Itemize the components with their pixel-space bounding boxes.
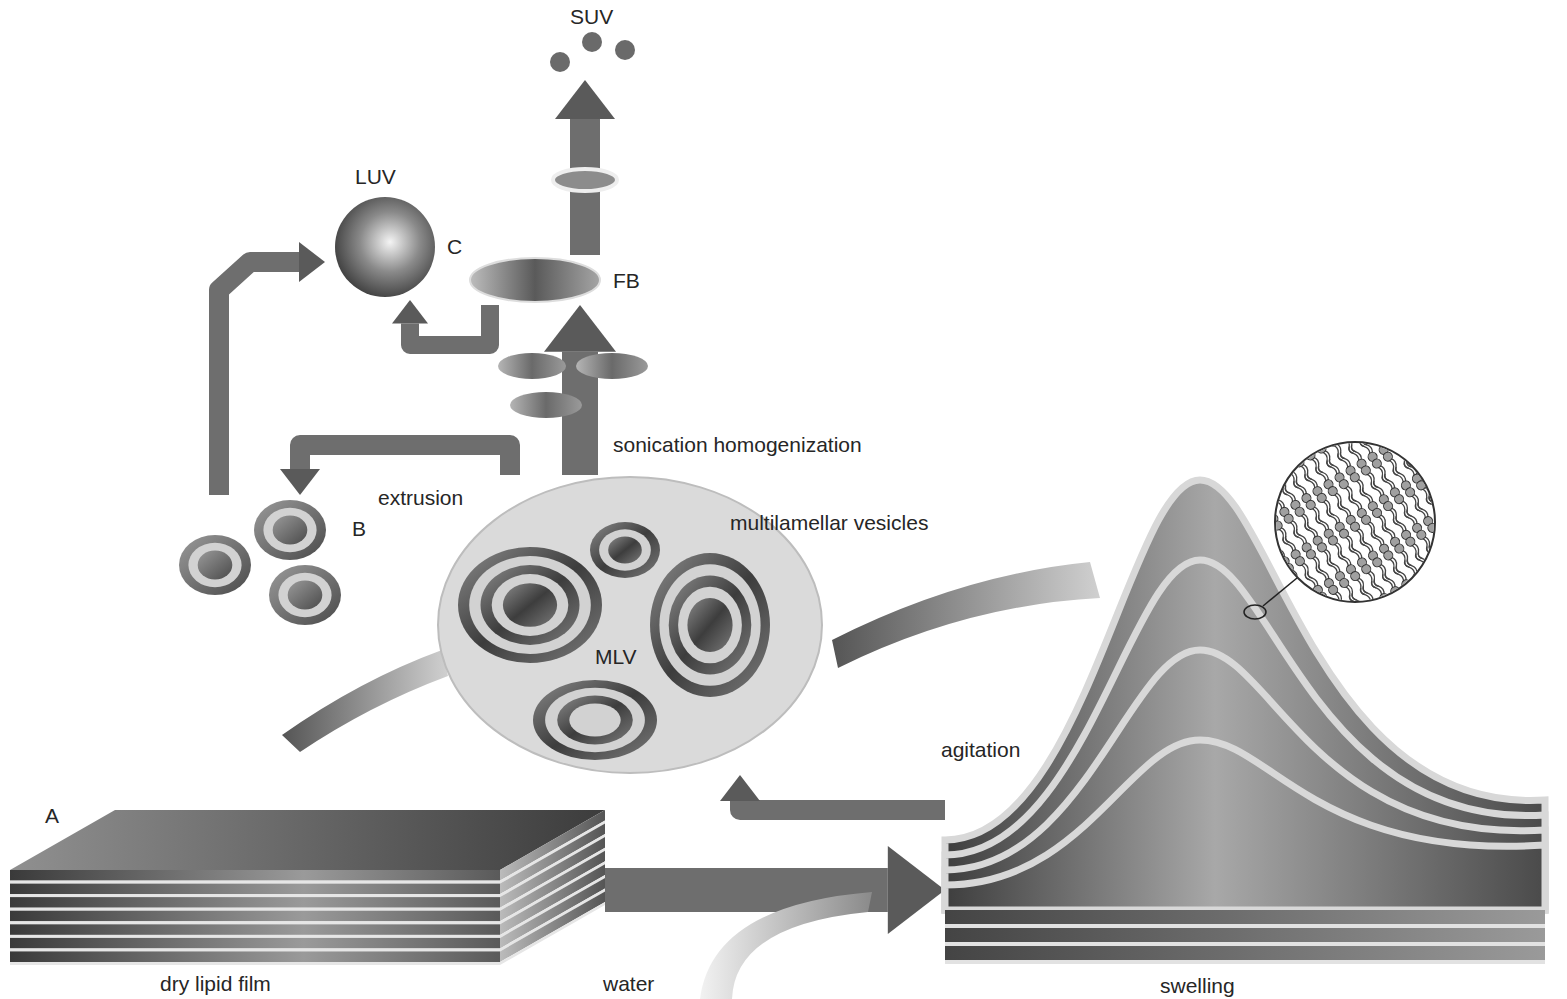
mlv-region: multilamellar vesiclesMLV xyxy=(435,475,995,775)
fragment-ring xyxy=(553,169,617,191)
arrow-shaft xyxy=(410,305,490,345)
vesicle-group-art xyxy=(180,495,375,630)
arrow-shaft xyxy=(219,262,299,495)
arrow-head xyxy=(299,242,325,282)
step-label: agitation xyxy=(938,738,1023,762)
arrow-head xyxy=(720,775,760,801)
stage-label: dry lipid film xyxy=(160,972,271,996)
suv-dots: SUV xyxy=(540,5,640,80)
arrow-head xyxy=(555,80,615,119)
arrow-shaft xyxy=(740,801,945,810)
swollen-bilayers-art xyxy=(945,440,1545,999)
vesicle-label: LUV xyxy=(355,165,396,189)
lipid-film-stack: Adry lipid film xyxy=(10,800,605,999)
vesicle-label: FB xyxy=(613,269,640,293)
vesicle-label: MLV xyxy=(595,645,637,669)
fragment-disc: FB xyxy=(468,255,650,305)
fragment-disc xyxy=(576,353,648,379)
water-stream xyxy=(700,892,872,999)
process-arrow xyxy=(720,775,945,810)
side-band xyxy=(832,562,1100,668)
stage-letter: A xyxy=(45,804,59,828)
step-label: extrusion xyxy=(375,486,466,510)
luv-sphere: LUV C xyxy=(325,165,467,300)
step-label: water xyxy=(600,972,657,996)
process-arrow xyxy=(392,300,490,345)
arrow-head xyxy=(544,305,616,352)
side-band xyxy=(282,650,448,752)
process-arrow xyxy=(219,242,325,495)
stage-label: multilamellar vesicles xyxy=(730,511,928,535)
arrow-shaft xyxy=(300,445,510,475)
arrow-head xyxy=(392,300,428,323)
luv-sphere-art xyxy=(325,165,467,300)
stage-letter: C xyxy=(447,235,462,259)
process-arrow xyxy=(544,305,616,475)
fragment-disc xyxy=(498,353,566,379)
arrow-head xyxy=(888,846,945,934)
swollen-bilayers: swelling xyxy=(945,440,1545,999)
stage-label: swelling xyxy=(1160,974,1235,998)
vesicle-group: B xyxy=(180,495,375,630)
vesicle-label: SUV xyxy=(570,5,613,29)
stage-letter: B xyxy=(352,517,366,541)
arrow-head xyxy=(280,469,320,495)
lipid-film-stack-art xyxy=(10,800,605,999)
fragment-disc xyxy=(510,392,582,418)
step-label: sonication homogenization xyxy=(610,433,865,457)
